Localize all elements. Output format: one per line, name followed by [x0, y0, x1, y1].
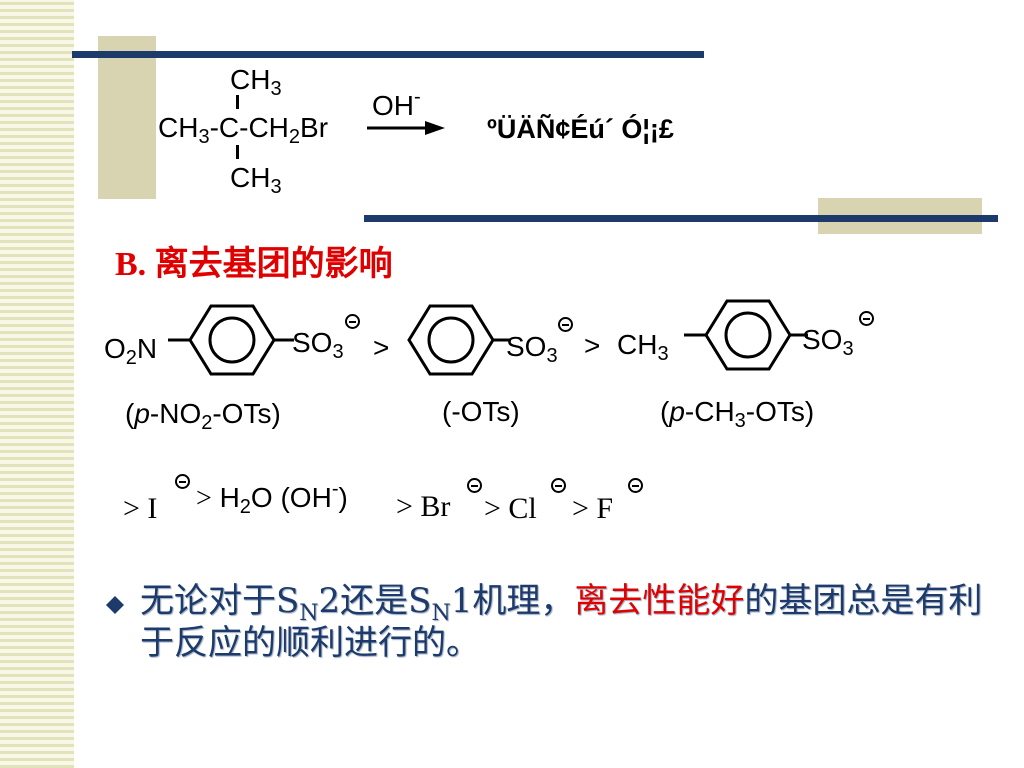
nitro-substituent: O2N	[104, 333, 158, 369]
negative-charge-icon	[859, 311, 874, 326]
diamond-bullet-icon	[106, 596, 124, 614]
bond-bottom	[236, 145, 239, 159]
sulfonate-1: SO3	[292, 327, 344, 363]
order-iodide: > I	[123, 492, 158, 525]
benzene-ring-3	[684, 299, 808, 371]
order-fluoride: > F	[572, 492, 614, 525]
left-decorative-strip	[0, 0, 74, 768]
label-ots: (-OTs)	[442, 396, 520, 427]
order-chloride: > Cl	[484, 492, 537, 525]
section-heading: B. 离去基团的影响	[115, 246, 393, 283]
bond-top	[236, 95, 239, 109]
greater-than-sign: >	[373, 332, 390, 363]
sulfonate-2: SO3	[506, 331, 558, 367]
conclusion-text: 无论对于SN2还是SN1机理，离去性能好的基团总是有利于反应的顺利进行的。	[140, 581, 983, 663]
greater-than-sign: >	[584, 330, 601, 361]
highlight-text: 离去性能好	[574, 581, 745, 621]
negative-charge-icon	[551, 478, 566, 493]
methyl-substituent: CH3	[617, 329, 669, 365]
main-chain: CH3-C-CH2Br	[158, 112, 329, 148]
top-methyl: CH3	[230, 64, 282, 100]
product-text: ºÜÄÑ¢Éú´ Ó¦¡£	[487, 114, 674, 144]
order-bromide: > Br	[396, 490, 451, 523]
bottom-methyl: CH3	[230, 162, 282, 198]
reaction-arrow	[367, 121, 445, 135]
negative-charge-icon	[345, 314, 360, 329]
label-p-nitro-ots: (p-NO2-OTs)	[125, 398, 281, 434]
label-p-methyl-ots: (p-CH3-OTs)	[660, 396, 815, 432]
decorative-line-top	[72, 51, 704, 58]
order-water: > H2O (OH-)	[196, 478, 348, 518]
benzene-ring-1	[168, 304, 294, 376]
decorative-line-middle	[364, 215, 998, 222]
decorative-block-top	[98, 36, 156, 199]
benzene-ring-2	[407, 304, 511, 376]
reagent-hydroxide: OH-	[372, 86, 421, 121]
negative-charge-icon	[628, 478, 643, 493]
negative-charge-icon	[175, 474, 190, 489]
negative-charge-icon	[558, 317, 573, 332]
negative-charge-icon	[467, 478, 482, 493]
sulfonate-3: SO3	[802, 324, 854, 360]
